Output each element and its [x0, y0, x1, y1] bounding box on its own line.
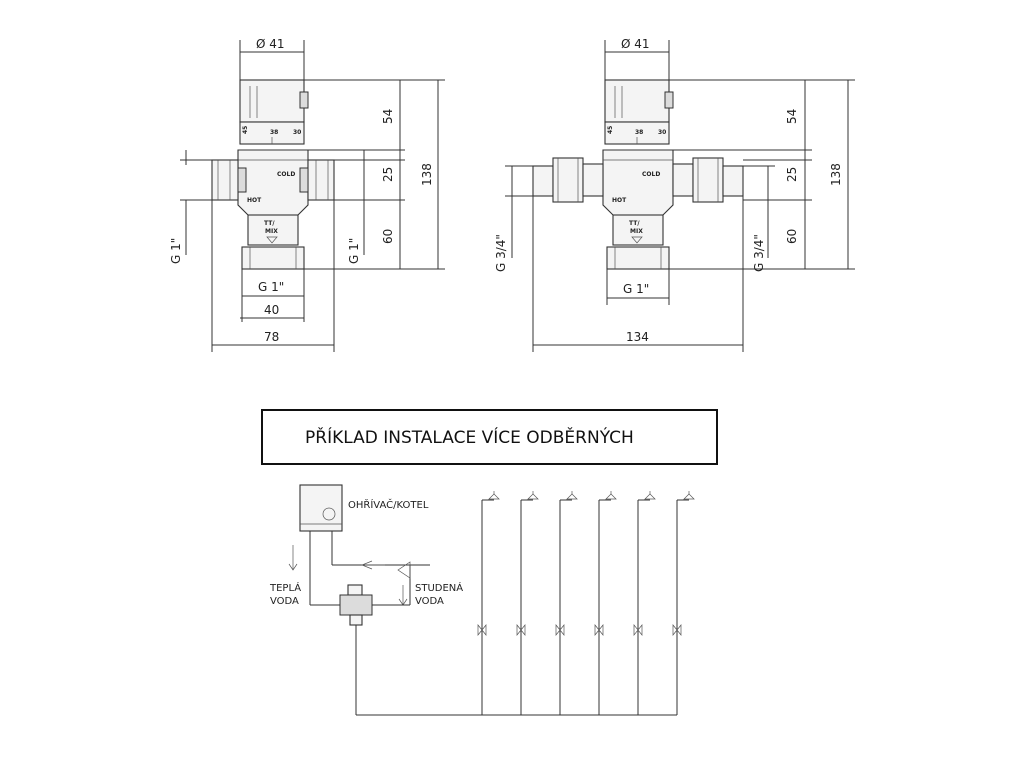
scale-value-38: 38 [635, 129, 643, 136]
cold-water-label-1: STUDENÁ [415, 581, 463, 594]
hot-label: HOT [612, 197, 627, 204]
title-box [261, 409, 718, 465]
outlet-riser [555, 491, 578, 715]
cold-label: COLD [642, 171, 660, 178]
flow-direction-icon [631, 236, 643, 244]
check-valve-icon [397, 561, 411, 579]
mix-top-label: TT/ [629, 220, 640, 227]
mixing-valve [339, 594, 373, 616]
mix-top-label: TT/ [264, 220, 275, 227]
shutoff-valve-icon [555, 624, 565, 636]
thread-left: G 3/4" [494, 234, 508, 272]
installation-title: PŘÍKLAD INSTALACE VÍCE ODBĚRNÝCH [305, 426, 634, 448]
cold-label: COLD [277, 171, 295, 178]
bottom-fitting [606, 246, 670, 270]
mixing-valve-knob [347, 584, 363, 596]
flow-direction-icon [266, 236, 278, 244]
dim-diameter: Ø 41 [621, 37, 650, 51]
outlet-riser [594, 491, 617, 715]
right-pipe-stub [722, 165, 744, 197]
dim-width-outer: 134 [626, 330, 649, 344]
heater-dial-icon [322, 507, 336, 521]
valve-drawing-left: 45 38 30 COLD HOT TT/ MIX Ø 41 [169, 37, 445, 352]
hot-water-label-1: TEPLÁ [269, 581, 301, 594]
outlet-riser [672, 491, 695, 715]
heater-label: OHŘÍVAČ/KOTEL [348, 498, 429, 511]
right-nut [692, 157, 724, 203]
thread-bottom: G 1" [258, 280, 284, 294]
hot-label: HOT [247, 197, 262, 204]
valve-knob [239, 79, 305, 123]
shutoff-valve-icon [633, 624, 643, 636]
dim-height-bottom: 60 [785, 229, 799, 244]
dim-height-top: 54 [381, 109, 395, 124]
mix-label: MIX [630, 228, 643, 235]
left-nut [552, 157, 584, 203]
outlet-riser [516, 491, 539, 715]
shutoff-valve-icon [672, 624, 682, 636]
shutoff-valve-icon [516, 624, 526, 636]
dim-height-bottom: 60 [381, 229, 395, 244]
thread-left: G 1" [169, 238, 183, 264]
valve-knob [604, 79, 670, 123]
mix-outlet-body [247, 214, 299, 246]
dim-height-top: 54 [785, 109, 799, 124]
hot-water-label-2: VODA [270, 596, 299, 607]
shower-head-icon [605, 493, 617, 500]
scale-value-30: 30 [658, 129, 666, 136]
outlet-group [477, 491, 695, 715]
thread-right: G 3/4" [752, 234, 766, 272]
shower-head-icon [488, 493, 500, 500]
bottom-fitting [241, 246, 305, 270]
dim-diameter: Ø 41 [256, 37, 285, 51]
shower-head-icon [644, 493, 656, 500]
scale-value-30: 30 [293, 129, 301, 136]
shutoff-valve-icon [477, 624, 487, 636]
mix-label: MIX [265, 228, 278, 235]
valve-drawing-right: 45 38 30 COLD HOT TT/ MIX Ø 41 [494, 37, 855, 352]
dim-height-total: 138 [420, 163, 434, 186]
shower-head-icon [683, 493, 695, 500]
mix-outlet-body [612, 214, 664, 246]
installation-example: PŘÍKLAD INSTALACE VÍCE ODBĚRNÝCH OHŘÍVAČ… [261, 409, 718, 716]
thread-right: G 1" [347, 238, 361, 264]
outlet-riser [477, 491, 500, 715]
scale-value-38: 38 [270, 129, 278, 136]
outlet-riser [633, 491, 656, 715]
scale-value-45: 45 [242, 126, 249, 134]
scale-value-45: 45 [607, 126, 614, 134]
dim-height-mid: 25 [381, 167, 395, 182]
thread-bottom: G 1" [623, 282, 649, 296]
dim-height-total: 138 [829, 163, 843, 186]
dim-width-inner: 40 [264, 303, 279, 317]
shower-head-icon [566, 493, 578, 500]
left-pipe-stub [532, 165, 554, 197]
dim-width-outer: 78 [264, 330, 279, 344]
right-fitting [307, 159, 335, 201]
shutoff-valve-icon [594, 624, 604, 636]
left-fitting [211, 159, 239, 201]
shower-head-icon [527, 493, 539, 500]
heater-unit [299, 484, 343, 532]
cold-water-label-2: VODA [415, 596, 444, 607]
hot-flow-arrow-icon [288, 563, 298, 571]
dim-height-mid: 25 [785, 167, 799, 182]
